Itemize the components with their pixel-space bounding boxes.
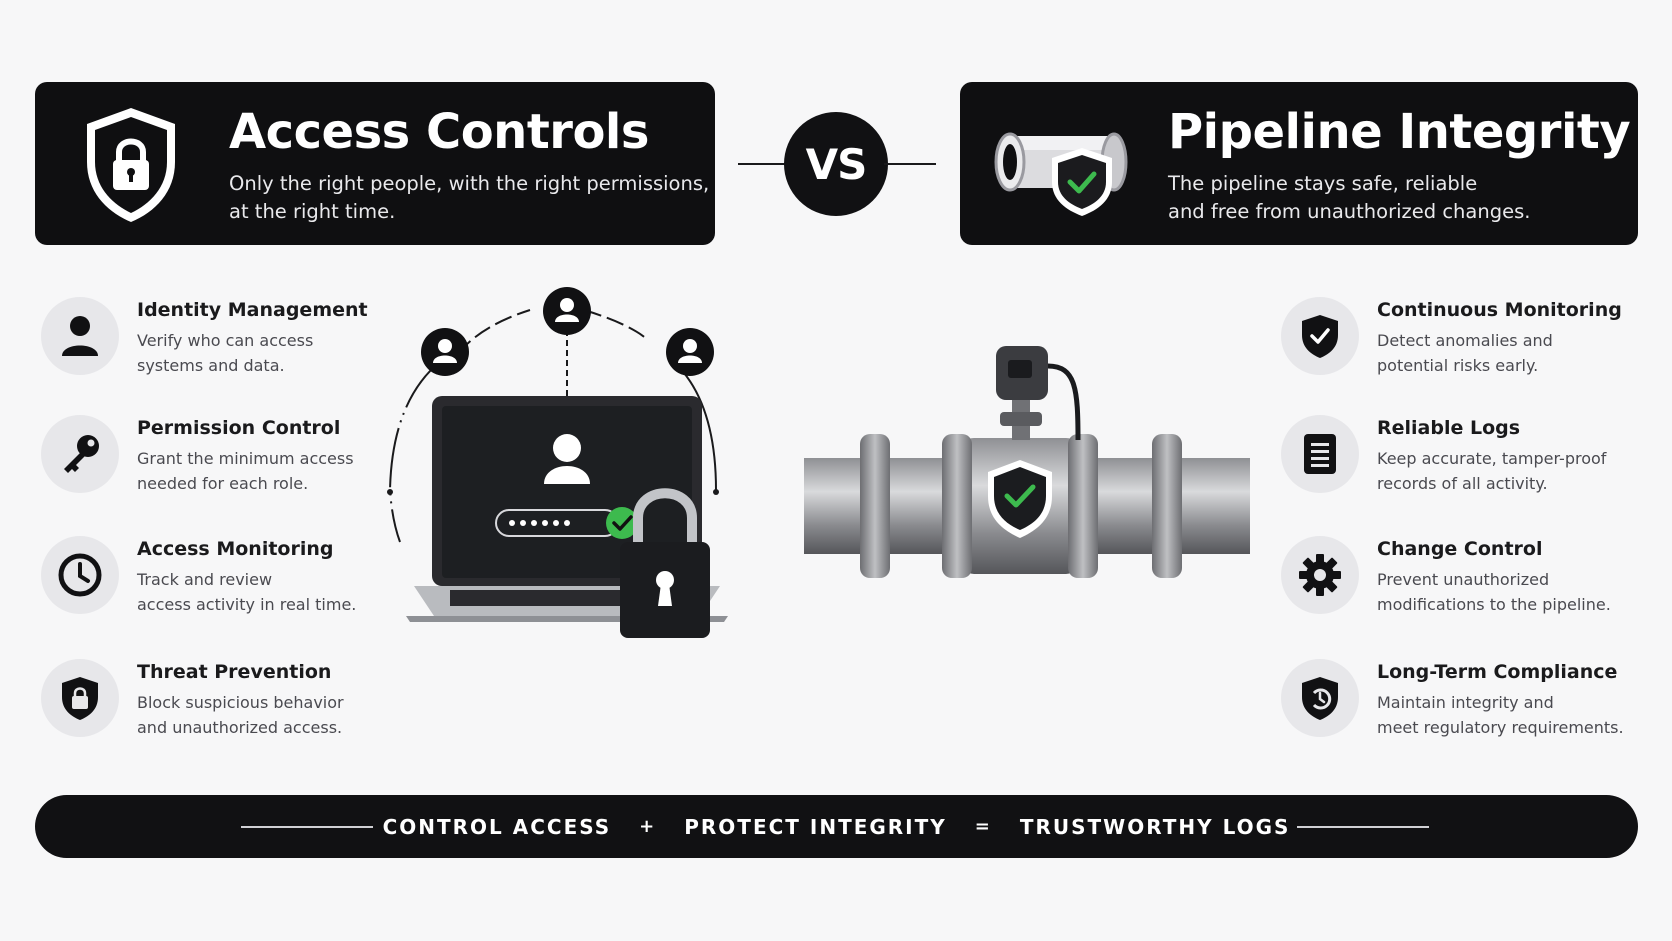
access-controls-header: Access Controls Only the right people, w… — [35, 82, 715, 245]
shield-lock-icon — [62, 677, 98, 720]
shield-check-icon — [1302, 315, 1338, 358]
footer-line-right — [1297, 826, 1429, 828]
user-icon — [62, 316, 98, 356]
padlock — [620, 488, 710, 638]
access-controls-subtitle: Only the right people, with the right pe… — [229, 172, 710, 223]
gear-icon — [1299, 554, 1341, 596]
footer-trustworthy-logs: TRUSTWORTHY LOGS — [1019, 814, 1291, 839]
footer-line-left — [241, 826, 373, 828]
pipe-shield-icon — [994, 132, 1128, 216]
key-icon — [64, 435, 99, 473]
shield-history-icon — [1302, 677, 1338, 720]
outer-arc-left — [388, 359, 443, 543]
pipeline-integrity-title: Pipeline Integrity — [1168, 104, 1631, 160]
clock-icon — [58, 553, 102, 597]
footer-protect-integrity: PROTECT INTEGRITY — [684, 814, 947, 839]
flanges — [860, 434, 1182, 578]
user-node-right — [666, 328, 714, 376]
pipeline-integrity-subtitle: The pipeline stays safe, reliable and fr… — [1168, 172, 1531, 223]
user-node-left — [421, 328, 469, 376]
pipeline-integrity-header: Pipeline Integrity The pipeline stays sa… — [960, 82, 1638, 245]
user-node-top — [543, 287, 591, 335]
access-controls-title: Access Controls — [229, 104, 649, 160]
access-controls-illustration — [387, 287, 728, 638]
vs-connector-left — [738, 163, 788, 165]
document-icon — [1304, 434, 1336, 474]
vs-connector-right — [884, 163, 936, 165]
footer-equals: = — [974, 816, 992, 837]
shield-lock-icon — [87, 108, 175, 222]
pipeline-illustration — [804, 346, 1250, 578]
user-arc-right — [583, 309, 649, 341]
user-arc-left — [457, 309, 531, 355]
footer-plus: + — [639, 816, 657, 837]
summary-banner: CONTROL ACCESS + PROTECT INTEGRITY = TRU… — [35, 795, 1638, 858]
footer-control-access: CONTROL ACCESS — [382, 814, 612, 839]
vs-badge: VS — [784, 112, 888, 216]
